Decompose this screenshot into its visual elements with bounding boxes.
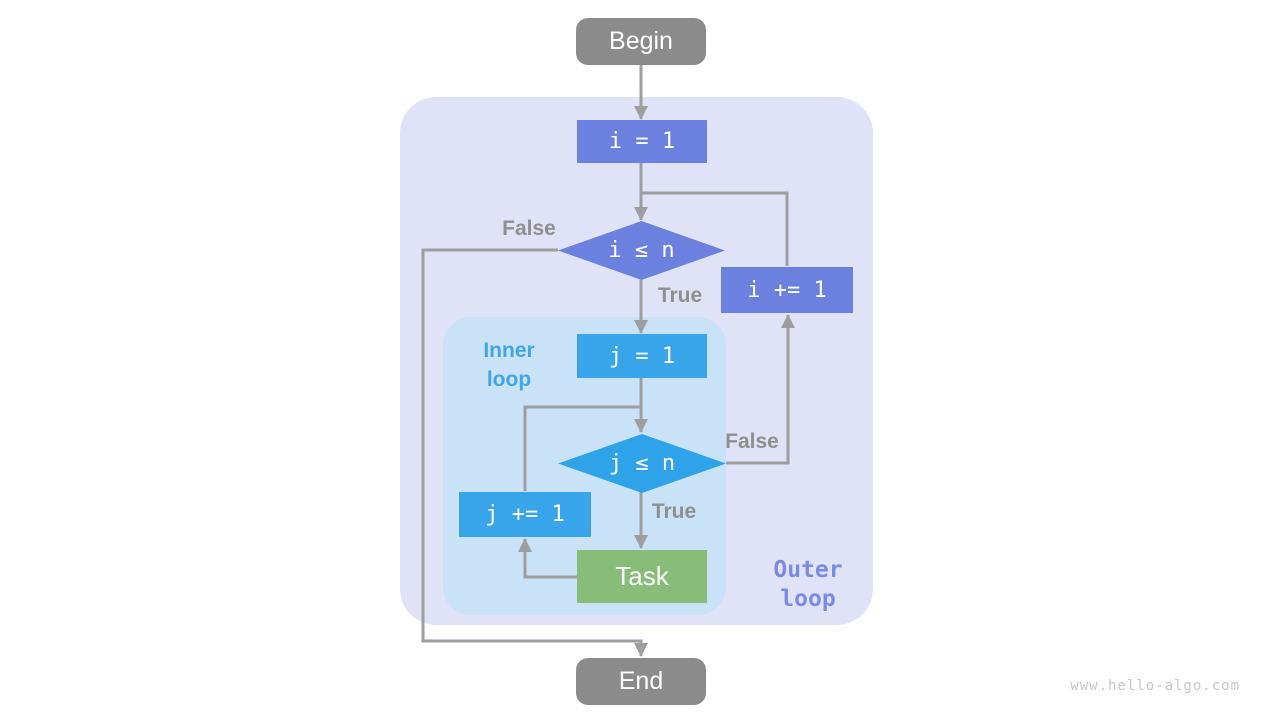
node-task: Task — [577, 550, 707, 603]
inner-loop-title: Inner loop — [459, 336, 559, 394]
outer-loop-title-line1: Outer — [773, 557, 843, 583]
label-outer-false: False — [502, 217, 556, 240]
inner-loop-title-line1: Inner — [483, 339, 535, 362]
node-end: End — [576, 658, 706, 705]
node-j-init: j = 1 — [577, 334, 707, 378]
node-begin: Begin — [576, 18, 706, 65]
outer-loop-title: Outer loop — [748, 556, 868, 614]
inner-loop-title-line2: loop — [486, 368, 532, 391]
label-outer-true: True — [657, 284, 703, 307]
outer-loop-title-line2: loop — [780, 586, 836, 612]
label-inner-true: True — [651, 500, 697, 523]
node-i-increment: i += 1 — [721, 267, 853, 313]
node-i-init: i = 1 — [577, 120, 707, 163]
node-j-increment: j += 1 — [459, 492, 591, 537]
label-inner-false: False — [725, 430, 779, 453]
watermark: www.hello-algo.com — [1070, 678, 1240, 694]
